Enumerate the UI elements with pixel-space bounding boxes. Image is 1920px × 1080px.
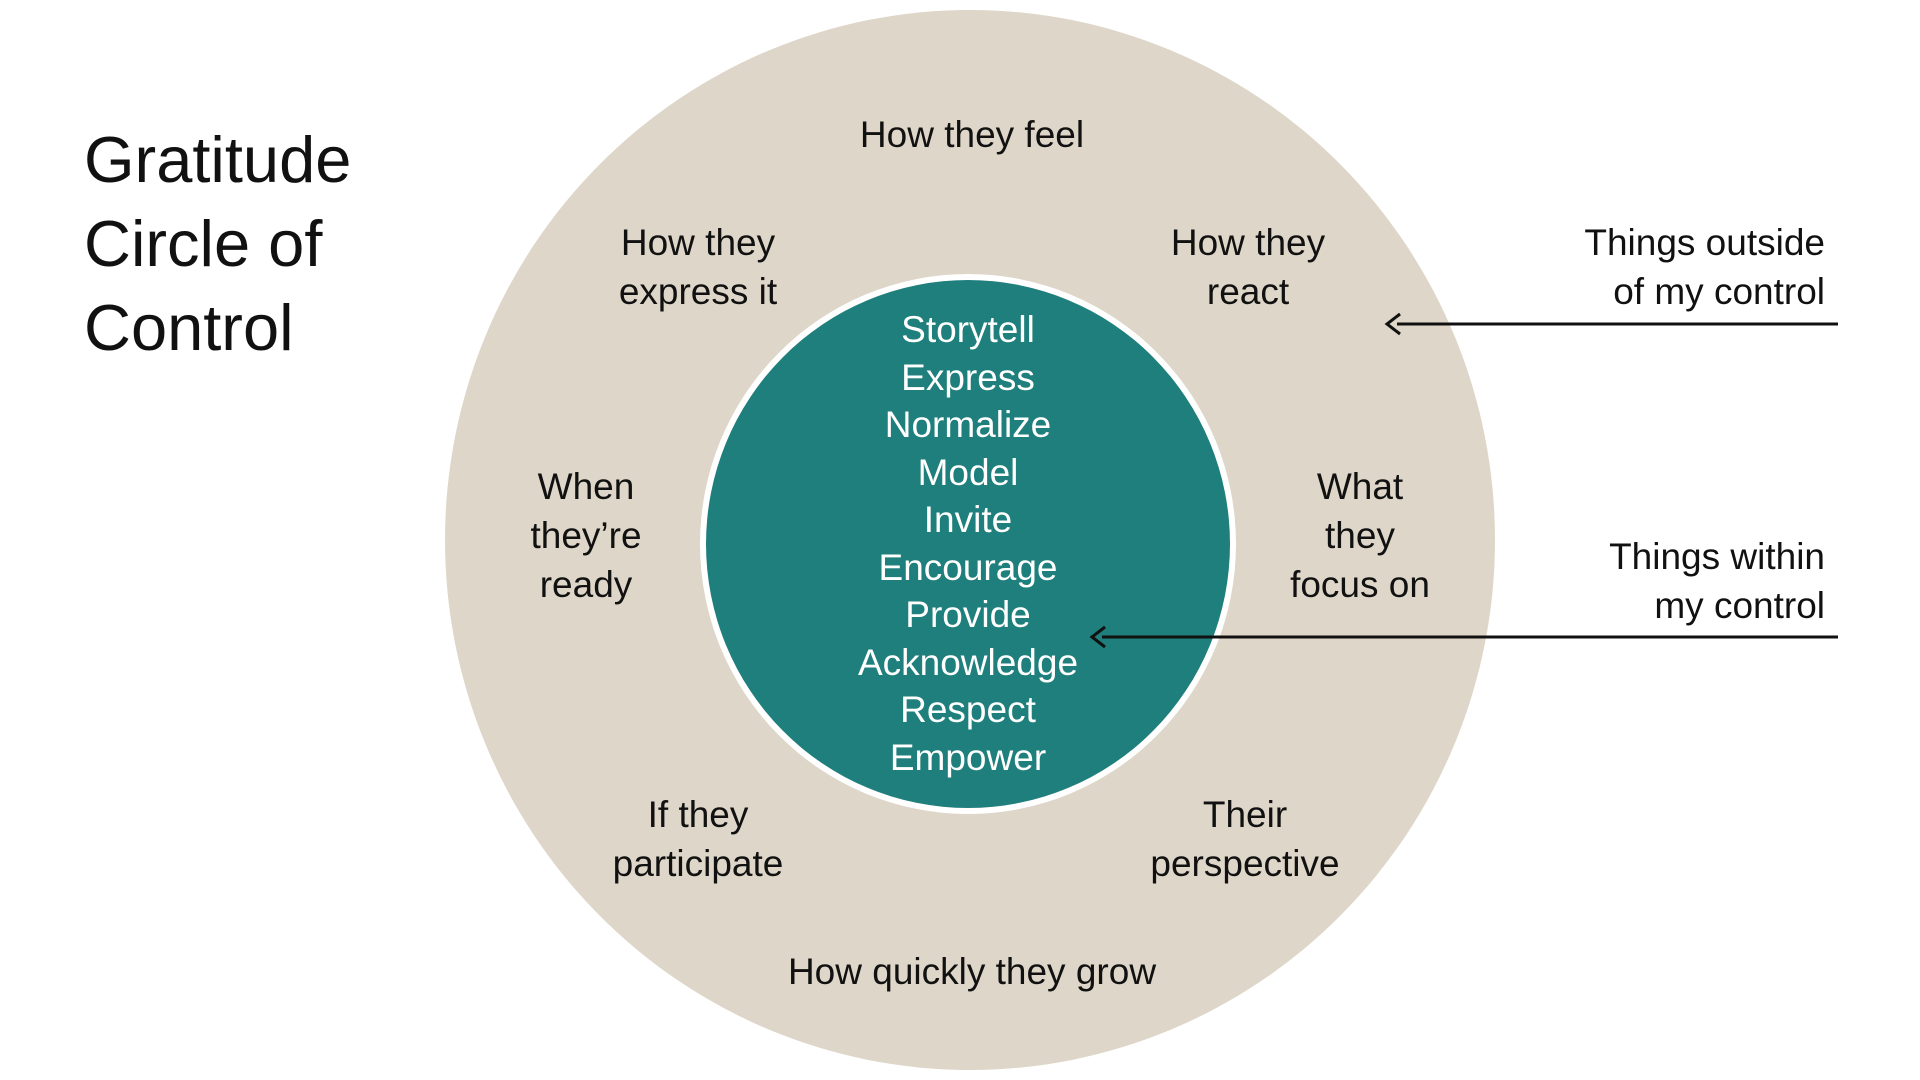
callout-within-label: Things within my control xyxy=(1609,532,1825,630)
arrow-outside xyxy=(1384,312,1838,336)
outer-label-line: Their xyxy=(1202,794,1288,835)
inner-item: Respect xyxy=(900,689,1036,730)
callout-line: my control xyxy=(1654,585,1825,626)
outer-label-bottom: How quickly they grow xyxy=(788,947,1156,996)
outer-label-line: they xyxy=(1325,515,1395,556)
inner-item: Encourage xyxy=(878,546,1058,588)
callout-outside-label: Things outside of my control xyxy=(1584,218,1825,316)
inner-item: Storytell xyxy=(901,309,1035,350)
inner-item: Model xyxy=(917,451,1019,493)
callout-line: Things outside xyxy=(1584,222,1825,263)
outer-label-top-text: How they feel xyxy=(859,114,1085,155)
outer-label-line: they’re xyxy=(530,515,642,556)
outer-label-right: What they focus on xyxy=(1290,462,1430,609)
title-line-2: Circle of xyxy=(84,207,323,280)
outer-label-line: How they xyxy=(1170,222,1326,263)
outer-label-line: focus on xyxy=(1290,564,1430,605)
outer-label-lower-left: If they participate xyxy=(613,790,784,888)
outer-label-top: How they feel xyxy=(860,110,1084,159)
inner-item: Acknowledge xyxy=(857,641,1079,683)
outer-label-line: ready xyxy=(539,564,633,605)
callout-line: Things within xyxy=(1609,536,1825,577)
inner-circle xyxy=(700,274,1236,814)
outer-label-bottom-text: How quickly they grow xyxy=(787,951,1157,992)
outer-label-upper-right: How they react xyxy=(1171,218,1325,316)
outer-label-line: How they xyxy=(620,222,776,263)
inner-item: Normalize xyxy=(884,404,1052,445)
outer-label-line: What xyxy=(1316,466,1404,507)
outer-label-line: participate xyxy=(612,843,784,884)
callout-line: of my control xyxy=(1613,271,1825,312)
diagram-title: Gratitude Circle of Control xyxy=(84,118,351,370)
inner-item: Express xyxy=(901,356,1035,398)
outer-label-line: react xyxy=(1206,271,1290,312)
outer-label-line: If they xyxy=(647,794,749,835)
outer-label-left: When they’re ready xyxy=(530,462,641,609)
title-line-3: Control xyxy=(84,291,294,364)
outer-label-upper-left: How they express it xyxy=(619,218,777,316)
outer-label-line: perspective xyxy=(1150,843,1340,884)
title-line-1: Gratitude xyxy=(84,123,352,196)
inner-item: Empower xyxy=(889,736,1047,778)
inner-circle-list: Storytell Express Normalize Model Invite… xyxy=(700,306,1236,781)
inner-item: Invite xyxy=(923,499,1013,540)
outer-label-line: express it xyxy=(618,271,778,312)
inner-item: Provide xyxy=(905,594,1031,635)
outer-label-lower-right: Their perspective xyxy=(1150,790,1339,888)
outer-label-line: When xyxy=(537,466,635,507)
